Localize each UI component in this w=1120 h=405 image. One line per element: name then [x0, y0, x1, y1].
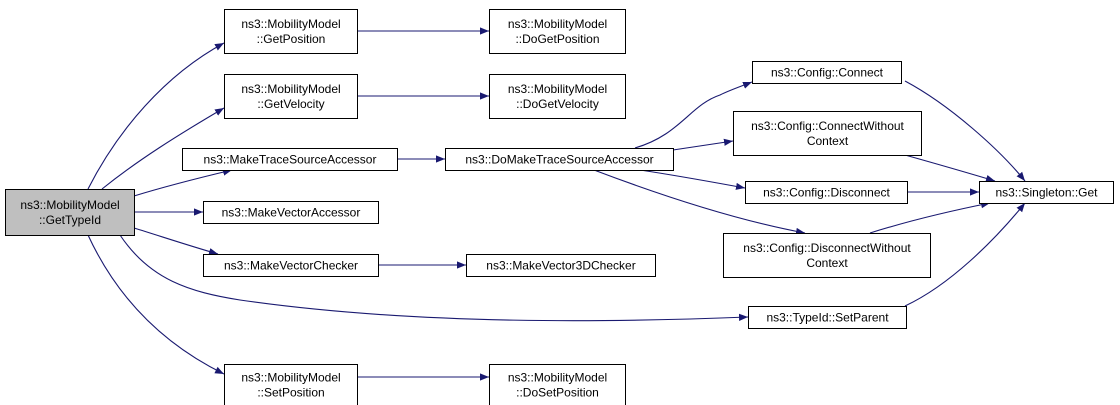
edge-root-to-getvel — [101, 107, 225, 190]
edge-line — [87, 234, 225, 375]
node-label: ns3::Config::ConnectWithout — [751, 119, 904, 133]
node-box[interactable] — [203, 201, 379, 224]
node-label: ns3::MakeVectorAccessor — [222, 206, 361, 220]
edge-line — [593, 169, 806, 235]
edge-line — [904, 202, 1026, 307]
node-label: ns3::MobilityModel — [241, 371, 340, 385]
node-label: ::GetTypeId — [39, 213, 101, 227]
node-label: Context — [806, 256, 848, 270]
edge-line — [634, 81, 753, 149]
edge-discwc-to-singleton — [869, 201, 991, 234]
node-label: ns3::MobilityModel — [241, 82, 340, 96]
edge-root-to-setpos — [87, 234, 225, 375]
node-box[interactable] — [733, 111, 922, 156]
node-box[interactable] — [5, 189, 135, 236]
node-box[interactable] — [748, 306, 907, 329]
node-label: ns3::DoMakeTraceSourceAccessor — [465, 153, 653, 167]
edge-line — [133, 168, 233, 197]
node-getvel[interactable]: ns3::MobilityModel::GetVelocity — [224, 74, 358, 119]
node-label: ns3::Config::DisconnectWithout — [743, 241, 911, 255]
node-box[interactable] — [745, 181, 908, 204]
node-box[interactable] — [182, 148, 398, 171]
edge-line — [119, 234, 749, 322]
node-label: ns3::MobilityModel — [508, 17, 607, 31]
node-dogetpos[interactable]: ns3::MobilityModel::DoGetPosition — [489, 9, 626, 54]
edge-setparent-to-singleton — [904, 202, 1026, 307]
node-label: ns3::TypeId::SetParent — [766, 311, 889, 325]
node-box[interactable] — [203, 254, 379, 277]
node-label: ns3::Config::Connect — [771, 66, 884, 80]
edge-line — [101, 107, 225, 190]
node-label: ns3::MakeTraceSourceAccessor — [204, 153, 377, 167]
node-box[interactable] — [752, 61, 902, 84]
node-getpos[interactable]: ns3::MobilityModel::GetPosition — [224, 9, 358, 54]
edge-line — [869, 201, 991, 234]
node-label: ::GetPosition — [257, 32, 326, 46]
node-mktsa[interactable]: ns3::MakeTraceSourceAccessor — [182, 148, 398, 171]
node-box[interactable] — [224, 74, 358, 119]
node-box[interactable] — [723, 233, 931, 278]
edge-domktsa-to-connwc — [672, 138, 734, 151]
node-label: ::DoGetPosition — [515, 32, 599, 46]
node-box[interactable] — [489, 74, 626, 119]
node-label: ns3::Singleton::Get — [995, 186, 1098, 200]
edge-domktsa-to-discwc — [593, 169, 806, 235]
node-box[interactable] — [445, 148, 674, 171]
node-box[interactable] — [489, 9, 626, 54]
node-setpos[interactable]: ns3::MobilityModel::SetPosition — [224, 364, 358, 405]
node-dogetvel[interactable]: ns3::MobilityModel::DoGetVelocity — [489, 74, 626, 119]
node-label: ns3::MobilityModel — [508, 82, 607, 96]
node-box[interactable] — [489, 364, 626, 405]
edge-connwc-to-singleton — [904, 154, 996, 182]
edge-line — [87, 42, 225, 190]
node-mkvc[interactable]: ns3::MakeVectorChecker — [203, 254, 379, 277]
node-box[interactable] — [466, 254, 656, 277]
node-box[interactable] — [979, 181, 1114, 204]
edge-line — [133, 227, 219, 255]
node-connect[interactable]: ns3::Config::Connect — [752, 61, 902, 84]
node-dosetpos[interactable]: ns3::MobilityModel::DoSetPosition — [489, 364, 626, 405]
node-label: ns3::MobilityModel — [20, 198, 119, 212]
edge-root-to-mktsa — [133, 168, 233, 197]
node-label: ::GetVelocity — [257, 97, 324, 111]
node-setparent[interactable]: ns3::TypeId::SetParent — [748, 306, 907, 329]
node-domktsa[interactable]: ns3::DoMakeTraceSourceAccessor — [445, 148, 674, 171]
node-label: ::DoSetPosition — [516, 386, 599, 400]
node-label: ns3::Config::Disconnect — [763, 186, 890, 200]
node-label: ns3::MobilityModel — [508, 371, 607, 385]
node-label: ns3::MobilityModel — [241, 17, 340, 31]
edge-line — [672, 138, 734, 151]
node-box[interactable] — [224, 364, 358, 405]
edge-line — [639, 169, 746, 190]
node-mkv3c[interactable]: ns3::MakeVector3DChecker — [466, 254, 656, 277]
edge-line — [904, 80, 1026, 182]
edge-root-to-setparent — [119, 234, 749, 322]
node-box[interactable] — [224, 9, 358, 54]
node-root[interactable]: ns3::MobilityModel::GetTypeId — [5, 189, 135, 236]
edge-root-to-getpos — [87, 42, 225, 190]
node-label: ::DoGetVelocity — [516, 97, 599, 111]
node-singleton[interactable]: ns3::Singleton::Get — [979, 181, 1114, 204]
node-mkva[interactable]: ns3::MakeVectorAccessor — [203, 201, 379, 224]
edge-connect-to-singleton — [904, 80, 1026, 182]
node-label: ::SetPosition — [257, 386, 324, 400]
node-disconnect[interactable]: ns3::Config::Disconnect — [745, 181, 908, 204]
edge-root-to-mkvc — [133, 227, 219, 255]
edge-line — [904, 154, 996, 182]
node-label: ns3::MakeVector3DChecker — [486, 259, 635, 273]
edge-domktsa-to-disconnect — [639, 169, 746, 190]
node-label: ns3::MakeVectorChecker — [224, 259, 358, 273]
edges-layer — [87, 27, 1026, 381]
edge-domktsa-to-connect — [634, 81, 753, 149]
nodes-layer: ns3::MobilityModel::GetTypeIdns3::Mobili… — [5, 9, 1114, 405]
node-label: Context — [807, 134, 849, 148]
